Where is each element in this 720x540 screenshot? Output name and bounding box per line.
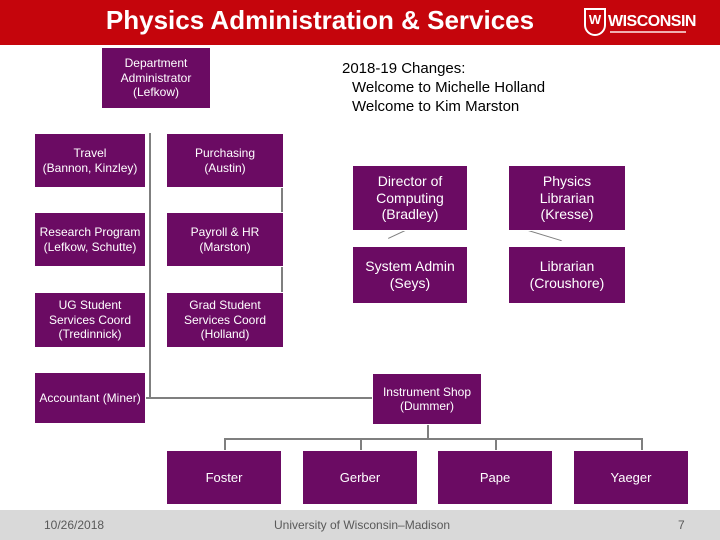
connector-left-vertical <box>149 133 151 398</box>
page-title: Physics Administration & Services <box>105 5 535 35</box>
changes-heading: 2018-19 Changes: <box>342 60 466 77</box>
box-system-admin: System Admin (Seys) <box>352 246 468 304</box>
box-instrument-shop: Instrument Shop (Dummer) <box>372 373 482 425</box>
box-staff-foster: Foster <box>166 450 282 505</box>
box-director-of-computing: Director of Computing (Bradley) <box>352 165 468 231</box>
connector-accountant-to-shop <box>145 397 375 399</box>
connector-foster <box>224 438 226 451</box>
connector-staff-horizontal <box>224 438 642 440</box>
box-physics-librarian: Physics Librarian (Kresse) <box>508 165 626 231</box>
footer-page-number: 7 <box>678 518 685 532</box>
box-librarian: Librarian (Croushore) <box>508 246 626 304</box>
box-payroll-hr: Payroll & HR (Marston) <box>166 212 284 267</box>
box-department-administrator: Department Administrator (Lefkow) <box>101 47 211 109</box>
box-ug-student-services: UG Student Services Coord (Tredinnick) <box>34 292 146 348</box>
connector-lower-vertical <box>149 380 151 398</box>
connector-yaeger <box>641 438 643 451</box>
box-staff-gerber: Gerber <box>302 450 418 505</box>
box-travel: Travel (Bannon, Kinzley) <box>34 133 146 188</box>
logo-underline <box>610 31 686 33</box>
footer-date: 10/26/2018 <box>44 518 105 532</box>
box-staff-pape: Pape <box>437 450 553 505</box>
box-grad-student-services: Grad Student Services Coord (Holland) <box>166 292 284 348</box>
box-research-program: Research Program (Lefkow, Schutte) <box>34 212 146 267</box>
connector-pape <box>495 438 497 451</box>
box-accountant: Accountant (Miner) <box>34 372 146 424</box>
connector-shop-down <box>427 423 429 439</box>
wisconsin-crest-icon: W <box>584 8 606 36</box>
footer-bar: 10/26/2018 University of Wisconsin–Madis… <box>0 510 720 540</box>
connector-gerber <box>360 438 362 451</box>
header-bar <box>0 0 720 45</box>
changes-note: 2018-19 Changes: Welcome to Michelle Hol… <box>342 59 545 116</box>
box-purchasing: Purchasing (Austin) <box>166 133 284 188</box>
wisconsin-logo: WISCONSIN <box>608 13 696 30</box>
changes-line-1: Welcome to Michelle Holland <box>352 79 546 96</box>
footer-institution: University of Wisconsin–Madison <box>274 518 451 532</box>
box-staff-yaeger: Yaeger <box>573 450 689 505</box>
changes-line-2: Welcome to Kim Marston <box>352 98 520 115</box>
crest-letter: W <box>588 12 602 27</box>
